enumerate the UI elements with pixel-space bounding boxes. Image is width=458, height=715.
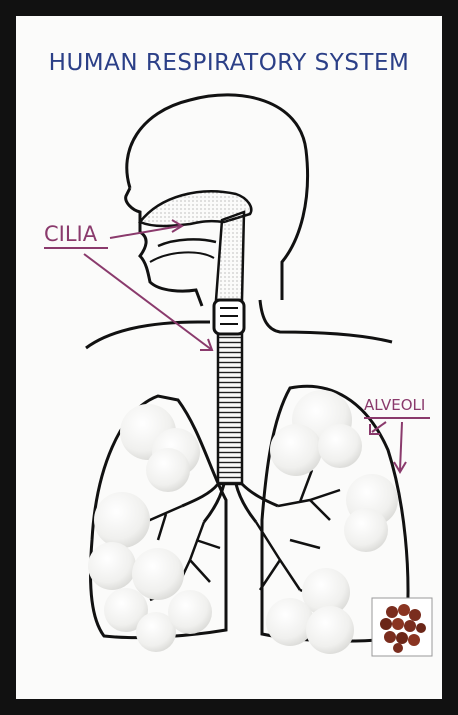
mouth-cavity — [158, 239, 216, 246]
left-bronchus — [182, 484, 224, 522]
alveoli-label: ALVEOLI — [364, 396, 425, 414]
alveoli-inset — [372, 598, 432, 656]
cilia-label: CILIA — [44, 222, 97, 246]
tongue — [150, 252, 214, 262]
trachea — [218, 334, 242, 484]
right-bronchus — [236, 484, 278, 522]
alveoli-arrow-down — [400, 422, 402, 470]
pharynx — [216, 212, 244, 300]
diagram-title: HUMAN RESPIRATORY SYSTEM — [0, 50, 458, 76]
right-shoulder — [260, 300, 392, 342]
cotton-alveoli-left — [88, 404, 212, 652]
